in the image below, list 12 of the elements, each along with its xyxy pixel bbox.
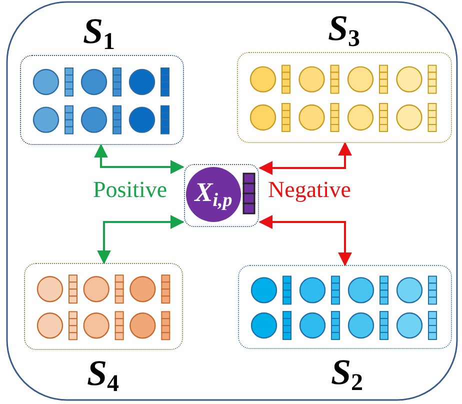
group-label: S$_{3}$ [328,10,360,51]
arrow [97,215,184,264]
arrow [94,144,184,174]
group-label: S$_{1}$ [83,13,116,54]
arrow [258,215,352,266]
group-label: S$_{2}$ [331,354,364,395]
arrow [258,142,352,175]
relation-label: Negative [268,178,352,201]
relation-label: Positive [93,178,168,201]
node-label: X$_{i,p}$ [194,179,232,210]
group-label: S$_{4}$ [87,355,120,396]
node-box [184,164,259,227]
